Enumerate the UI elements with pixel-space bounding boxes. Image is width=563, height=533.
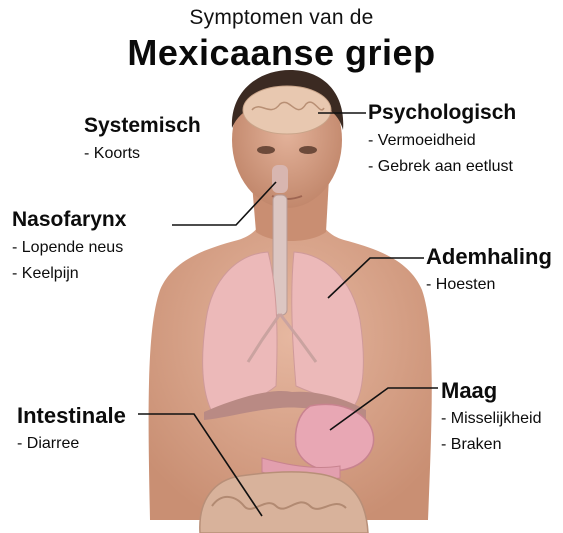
page-title: Mexicaanse griep [0, 32, 563, 74]
heading-nasofarynx: Nasofarynx [12, 208, 126, 232]
symptom-misselijkheid: - Misselijkheid [441, 409, 541, 429]
symptom-braken: - Braken [441, 435, 541, 455]
group-maag: Maag - Misselijkheid - Braken [441, 379, 541, 455]
heading-psychologisch: Psychologisch [368, 101, 516, 125]
group-nasofarynx: Nasofarynx - Lopende neus - Keelpijn [12, 208, 126, 284]
symptom-koorts: - Koorts [84, 144, 201, 164]
symptom-hoesten: - Hoesten [426, 275, 552, 295]
symptom-gebrek-aan-eetlust: - Gebrek aan eetlust [368, 157, 516, 177]
group-ademhaling: Ademhaling - Hoesten [426, 245, 552, 295]
nasal-passage [272, 165, 288, 193]
symptom-diarree: - Diarree [17, 434, 126, 454]
heading-intestinale: Intestinale [17, 404, 126, 428]
left-eye [257, 146, 275, 154]
symptom-keelpijn: - Keelpijn [12, 264, 126, 284]
heading-ademhaling: Ademhaling [426, 245, 552, 269]
title-line-1: Symptomen van de [0, 6, 563, 30]
intestines [200, 472, 368, 533]
heading-maag: Maag [441, 379, 541, 403]
symptom-lopende-neus: - Lopende neus [12, 238, 126, 258]
group-systemisch: Systemisch - Koorts [84, 114, 201, 164]
brain [243, 86, 331, 134]
group-psychologisch: Psychologisch - Vermoeidheid - Gebrek aa… [368, 101, 516, 177]
right-eye [299, 146, 317, 154]
heading-systemisch: Systemisch [84, 114, 201, 138]
group-intestinale: Intestinale - Diarree [17, 404, 126, 454]
symptom-vermoeidheid: - Vermoeidheid [368, 131, 516, 151]
